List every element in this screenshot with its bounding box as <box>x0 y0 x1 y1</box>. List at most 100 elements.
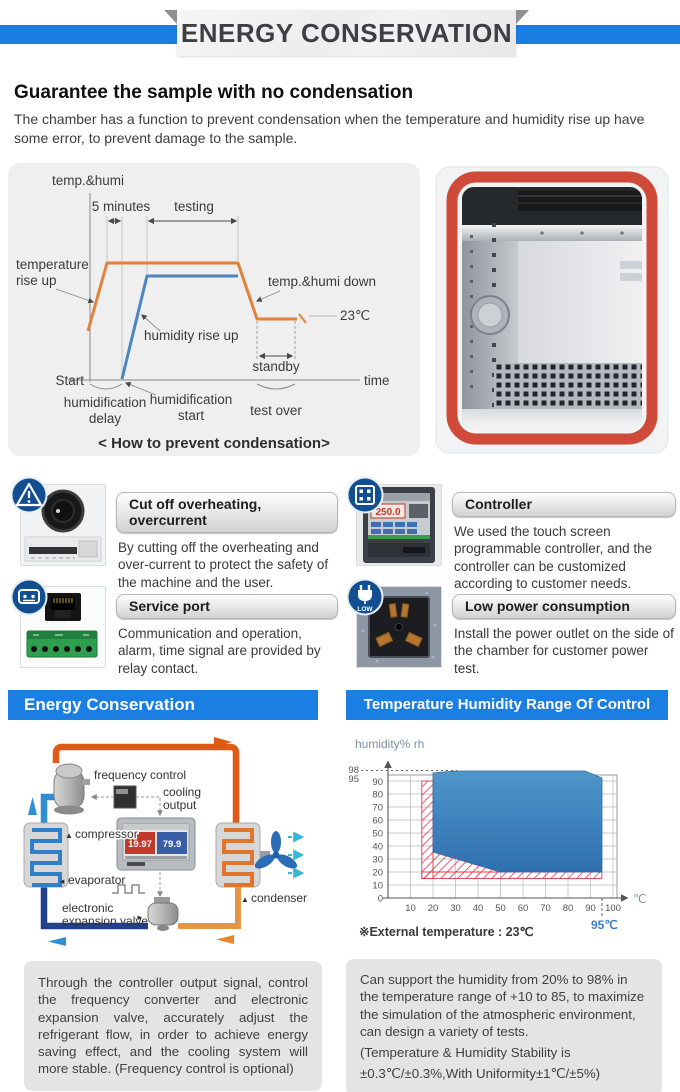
range-note-stability-1: (Temperature & Humidity Stability is <box>360 1045 571 1061</box>
intro-section: Guarantee the sample with no condensatio… <box>14 82 669 148</box>
test-over-label: test over <box>250 403 302 418</box>
ytick-20: 20 <box>372 868 383 879</box>
controller-display-value: 250.0 <box>375 507 400 518</box>
xtick-40: 40 <box>473 903 484 914</box>
temperature-curve <box>86 261 297 332</box>
section-header-range-of-control: Temperature Humidity Range Of Control <box>346 690 668 720</box>
feature-overheat-photo-wrap <box>10 476 106 566</box>
temp-down-leader <box>255 290 281 302</box>
ytick-60: 60 <box>372 816 383 827</box>
touchscreen-controller-photo: 250.0 <box>356 484 442 566</box>
x-axis-label: time <box>364 373 390 388</box>
max-temp-annotation: 95℃ <box>591 918 618 932</box>
ytick-80: 80 <box>372 790 383 801</box>
flow-arrow-left-orange <box>216 935 234 944</box>
xtick-50: 50 <box>495 903 506 914</box>
banner-title: ENERGY CONSERVATION <box>180 18 513 48</box>
condenser-fan <box>254 831 298 869</box>
feature-controller-title: Controller <box>452 492 676 517</box>
condenser-coil <box>222 828 254 887</box>
expansion-valve-shape <box>147 897 179 931</box>
eev-pointer-icon: ► <box>136 913 144 922</box>
feature-controller: 250.0 Controller We used th <box>344 476 676 592</box>
floor-grille <box>494 363 642 409</box>
liquid-pipe <box>178 887 241 929</box>
testing-label: testing <box>174 199 214 214</box>
humidity-rise-label: humidity rise up <box>144 328 239 343</box>
intro-heading: Guarantee the sample with no condensatio… <box>14 82 414 103</box>
y-axis-label: temp.&humi <box>52 173 124 188</box>
compressor-pointer-icon: ▲ <box>65 831 73 840</box>
flow-arrow-right <box>214 737 232 747</box>
humidity-curve <box>120 274 238 380</box>
door-gasket <box>446 171 658 445</box>
eev-label-2: expansion valve <box>62 914 148 928</box>
ytick-50: 50 <box>372 829 383 840</box>
humid-delay-brace <box>89 383 123 390</box>
intro-body: The chamber has a function to prevent co… <box>14 111 645 146</box>
ytick-95: 95 <box>348 774 359 785</box>
feature-overheat-title: Cut off overheating, overcurrent <box>116 492 338 533</box>
standby-span <box>256 321 296 361</box>
evaporator-pointer-icon: ◄ <box>58 877 66 886</box>
temp-rise-label-2: rise up <box>16 273 57 288</box>
refrigeration-diagram: 19.97 79.9 frequency control cooling out… <box>23 737 307 946</box>
xtick-90: 90 <box>585 903 596 914</box>
section-header-energy-conservation: Energy Conservation <box>8 690 318 720</box>
xtick-80: 80 <box>563 903 574 914</box>
touch-screen-icon <box>346 476 384 514</box>
feature-service-port: Service port Communication and operation… <box>8 578 338 677</box>
humidity-range-chart: humidity% rh 98 9 <box>348 737 646 939</box>
humid-delay-label-2: delay <box>89 411 122 426</box>
humid-delay-label-1: humidification <box>64 395 147 410</box>
condenser-label: condenser <box>251 891 307 905</box>
flow-arrow-left-blue <box>48 937 66 946</box>
ytick-10: 10 <box>372 881 383 892</box>
condensation-diagram: temp.&humi time 5 minutes testing temper… <box>16 173 390 452</box>
eev-label-1: electronic <box>62 901 113 915</box>
ytick-90: 90 <box>372 777 383 788</box>
banner: ENERGY CONSERVATION <box>0 0 680 64</box>
discharge-pipe <box>52 743 240 823</box>
feature-controller-photo-wrap: 250.0 <box>346 476 442 566</box>
compressor-shape <box>53 763 90 815</box>
temp-rise-leader <box>55 288 95 304</box>
humid-start-label-1: humidification <box>150 392 233 407</box>
temp-rise-label-1: temperature <box>16 257 89 272</box>
pulse-signal-glyph <box>112 884 145 894</box>
cooling-output-label-1: cooling <box>163 785 201 799</box>
frequency-control-label: frequency control <box>94 768 186 782</box>
feature-service-port-photo-wrap <box>10 578 106 668</box>
feature-service-port-title: Service port <box>116 594 338 619</box>
feature-overheat: Cut off overheating, overcurrent By cutt… <box>8 476 338 591</box>
start-label: Start <box>55 373 84 388</box>
evaporator-label: evaporator <box>68 873 125 887</box>
control-region-area <box>432 770 603 873</box>
five-minutes-label: 5 minutes <box>92 199 151 214</box>
xtick-30: 30 <box>450 903 461 914</box>
plug-low-icon: LOW <box>346 578 384 616</box>
condenser-pointer-icon: ▲ <box>241 895 249 904</box>
range-note-main: Can support the humidity from 20% to 98%… <box>360 972 645 1039</box>
warning-triangle-icon <box>10 476 48 514</box>
chamber-cavity <box>462 187 642 429</box>
cooling-output-label-2: output <box>163 798 197 812</box>
feature-service-port-body: Communication and operation, alarm, time… <box>118 626 321 676</box>
humid-start-leader <box>124 382 157 396</box>
humidity-rise-leader <box>141 314 161 332</box>
xtick-100: 100 <box>605 903 621 914</box>
celsius-unit-label: ℃ <box>633 892 646 906</box>
feature-low-power-body: Install the power outlet on the side of … <box>454 626 674 676</box>
external-temp-note: ※External temperature : 23℃ <box>359 925 534 939</box>
test-over-brace <box>256 383 296 390</box>
connector-icon <box>10 578 48 616</box>
service-port-photo <box>20 586 106 668</box>
diagram-caption: < How to prevent condensation> <box>98 435 330 452</box>
feature-low-power: LOW Low power consumption Install the po… <box>344 578 676 677</box>
airflow-arrows <box>288 831 305 879</box>
chamber-interior-photo <box>432 165 672 455</box>
controller-temp-readout: 19.97 <box>128 839 152 850</box>
ytick-0: 0 <box>378 894 383 905</box>
flow-arrow-up <box>28 797 37 815</box>
